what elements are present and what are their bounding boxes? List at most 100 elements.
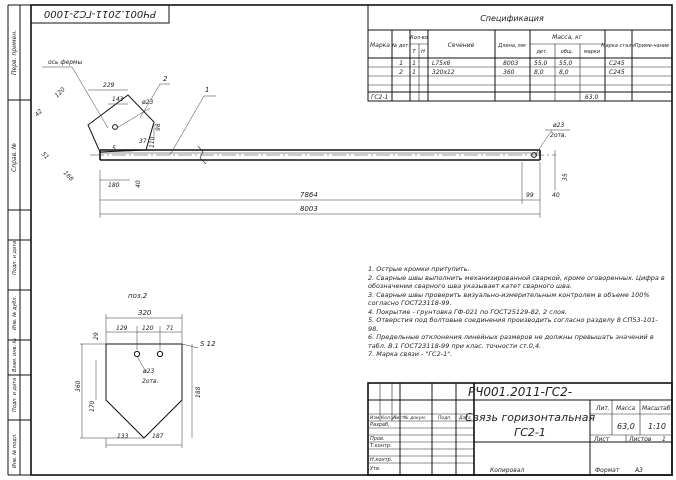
spec-h-qty-t: Т [412, 49, 416, 55]
stamp-title-line2: ГС2-1 [514, 426, 546, 439]
stamp-tkontr: Т.контр. [370, 443, 392, 449]
spec-r2-mass-total: 8,0 [559, 69, 569, 76]
spec-r2-steel: С245 [609, 69, 625, 76]
side-vzam-label: Взам. инв. № [12, 338, 18, 372]
format-label: Формат [595, 467, 620, 474]
stamp-title-line1: Связь горизонтальная [465, 411, 596, 424]
note-2: 2. Сварные швы выполнить механизированно… [368, 273, 665, 291]
spec-r2-pos: 2 [399, 69, 403, 76]
pos2-weld: S 12 [200, 340, 216, 348]
stamp-h-podp: Подп. [438, 415, 452, 421]
pos2-view: поз.2 320 129 120 71 29 360 170 188 133 … [75, 292, 216, 448]
pos2-hole-count: 2отв. [142, 378, 159, 385]
hole-end [531, 152, 537, 158]
dim-37: 37 [139, 138, 147, 145]
notes-block: 1. Острые кромки притупить. 2. Сварные ш… [368, 265, 668, 359]
pos2-dim-129: 129 [116, 325, 128, 332]
pos2-hole-2 [156, 350, 164, 358]
note-1: 1. Острые кромки притупить. [368, 265, 470, 273]
dim-40: 40 [135, 180, 142, 188]
stamp-prov: Пров. [370, 436, 385, 442]
side-perv-label: Перв. примен. [11, 30, 18, 75]
spec-r1-length: 8003 [503, 60, 518, 67]
spec-r1-mass-det: 55,0 [534, 60, 548, 67]
spec-r1-qty: 1 [412, 60, 416, 67]
corner-code-box [30, 4, 170, 24]
dim-110: 110 [149, 136, 156, 148]
stamp-sheets: 1 [662, 436, 666, 443]
stamp-sheets-h: Листов [628, 436, 652, 443]
spec-r2-qty: 1 [412, 69, 416, 76]
spec-h-section: Сечение [448, 42, 475, 49]
pos2-dim-187: 187 [152, 433, 164, 440]
dim-98: 98 [155, 123, 162, 131]
note-5: 5. Отверстия под болтовые соединения про… [368, 316, 658, 333]
axis-leader-label: ось фермы [48, 59, 83, 66]
stamp-utv: Утв. [370, 466, 381, 472]
note-4: 4. Покрытие - грунтовка ГФ-021 по ГОСТ25… [368, 307, 567, 316]
dim-143: 143 [112, 96, 124, 103]
stamp-h-ndoc: № докум. [403, 415, 426, 421]
side-sprav-label: Справ. № [11, 143, 18, 172]
note-6: 6. Предельные отклонения линейных размер… [368, 333, 654, 350]
pos2-hole-1 [133, 350, 141, 358]
spec-mark-mass: 63,0 [585, 94, 599, 101]
note-3: 3. Сварные швы проверить визуально-измер… [368, 290, 650, 308]
spec-h-mark: Марка [370, 42, 390, 49]
dim-99: 99 [526, 192, 534, 199]
end-hole-label: ø23 [552, 122, 564, 129]
end-hole-count: 2отв. [550, 132, 567, 139]
spec-h-qty-n: Н [421, 49, 425, 55]
spec-title: Спецификация [480, 14, 544, 23]
stamp-doc-code: РЧ001.2011-ГС2- [468, 385, 572, 399]
pos2-title: поз.2 [128, 292, 148, 300]
side-inv-dubl-label: Инв. № дубл. [12, 296, 18, 330]
dim-51: 51 [40, 151, 50, 161]
side-podp-data-label: Подп. и дата [12, 241, 18, 275]
stamp-h-data: Дата [458, 415, 471, 421]
spec-r2-length: 360 [503, 69, 515, 76]
stamp-lit-h: Лит. [595, 405, 610, 412]
spec-r2-mass-det: 8,0 [534, 69, 544, 76]
spec-mark-name: ГС2-1 [371, 94, 388, 101]
dim-42: 42 [34, 108, 44, 118]
pos2-dim-188: 188 [195, 386, 202, 398]
left-margin-strip: Перв. примен. Справ. № Подп. и дата Инв.… [7, 4, 31, 476]
side-inv-podl-label: Инв. № подл. [12, 434, 18, 469]
spec-r1-pos: 1 [399, 60, 403, 67]
dim-180: 180 [108, 182, 120, 189]
stamp-mass-h: Масса [616, 405, 635, 412]
stamp-h-izm: Изм. [370, 415, 381, 421]
stamp-h-kol: Кол.уч. [381, 415, 398, 421]
pos2-plate [105, 343, 183, 439]
pos2-dim-120: 120 [142, 325, 154, 332]
spec-table: Спецификация Марка № дет. Кол-во Т Н Сеч… [367, 4, 673, 102]
gusset-hole-label: ø23 [141, 99, 153, 106]
pos2-hole-label: ø23 [142, 368, 154, 375]
spec-h-qty: Кол-во [410, 35, 428, 41]
dim-8003: 8003 [300, 205, 318, 213]
spec-h-pos: № дет. [391, 43, 410, 49]
spec-h-mass-det: дет. [535, 49, 547, 55]
spec-h-note: Приме-чание [635, 43, 669, 49]
dim-35: 35 [562, 173, 569, 181]
dim-229: 229 [103, 82, 115, 89]
pos-leader-1: 1 [205, 86, 209, 94]
spec-h-mass: Масса, кг [552, 34, 583, 41]
pos2-dim-71: 71 [166, 325, 174, 332]
side-podp-data2-label: Подп. и дата [12, 378, 18, 412]
pos-leader-2: 2 [163, 75, 168, 83]
dim-5: 5 [112, 145, 116, 152]
stamp-scale: 1:10 [648, 422, 666, 431]
spec-r1-section: L75х6 [432, 60, 451, 67]
copied-label: Копировал [490, 467, 524, 474]
corner-code: РЧ001.2011-ГС2-1000 [44, 8, 156, 19]
pos2-dim-29: 29 [93, 332, 100, 340]
stamp-razrab: Разраб. [370, 422, 390, 428]
stamp-h-list: Лист [392, 415, 405, 421]
dim-7864: 7864 [300, 191, 318, 199]
spec-r1-steel: С245 [609, 60, 625, 67]
hole-gusset [112, 124, 118, 130]
